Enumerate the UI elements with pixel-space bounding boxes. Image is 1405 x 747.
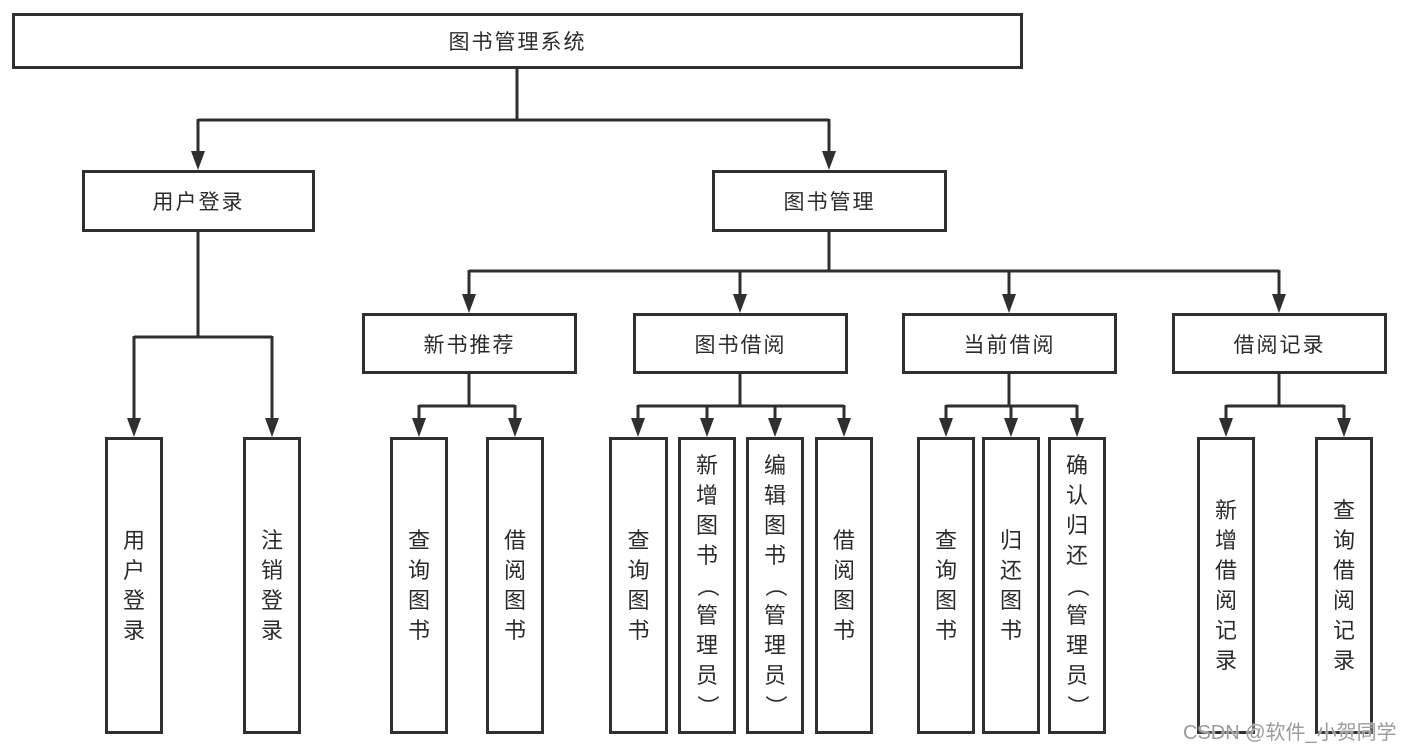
- leaf-br-add: 新增借阅记录: [1197, 437, 1255, 734]
- leaf-user-login-label: 用户登录: [122, 527, 145, 643]
- node-new-book-rec: 新书推荐: [362, 313, 577, 374]
- leaf-bb-borrow: 借阅图书: [815, 437, 873, 734]
- leaf-bb-query-label: 查询图书: [627, 527, 650, 643]
- branch-borrow-record: [1224, 374, 1346, 424]
- leaf-nbr-query: 查询图书: [390, 437, 448, 734]
- node-user-login: 用户登录: [82, 170, 315, 232]
- node-root: 图书管理系统: [12, 13, 1023, 69]
- node-current-borrow: 当前借阅: [902, 313, 1117, 374]
- node-book-mgmt-label: 图书管理: [783, 191, 876, 214]
- leaf-br-add-label: 新增借阅记录: [1214, 497, 1237, 673]
- leaf-cb-query: 查询图书: [917, 437, 975, 734]
- node-root-label: 图书管理系统: [448, 31, 587, 54]
- leaf-user-login: 用户登录: [105, 437, 163, 734]
- leaf-cb-confirm-label: 确认归还（管理员）: [1065, 452, 1090, 717]
- branch-book-borrow: [636, 374, 846, 424]
- node-borrow-record: 借阅记录: [1172, 313, 1387, 374]
- leaf-logout: 注销登录: [243, 437, 301, 734]
- leaf-br-query-label: 查询借阅记录: [1332, 497, 1355, 673]
- node-new-book-rec-label: 新书推荐: [423, 333, 516, 357]
- leaf-bb-borrow-label: 借阅图书: [832, 527, 855, 643]
- leaf-cb-confirm: 确认归还（管理员）: [1048, 437, 1106, 734]
- csdn-watermark: CSDN @软件_小贺同学: [1183, 722, 1397, 744]
- node-book-borrow: 图书借阅: [633, 313, 848, 374]
- leaf-logout-label: 注销登录: [260, 527, 283, 643]
- leaf-bb-query: 查询图书: [609, 437, 668, 734]
- node-user-login-label: 用户登录: [152, 191, 245, 214]
- leaf-nbr-query-label: 查询图书: [407, 527, 430, 643]
- branch-book-mgmt: [467, 232, 1281, 300]
- leaf-bb-edit-label: 编辑图书（管理员）: [763, 452, 788, 717]
- node-book-borrow-label: 图书借阅: [694, 333, 787, 357]
- leaf-bb-add: 新增图书（管理员）: [678, 437, 736, 734]
- branch-root: [196, 69, 831, 156]
- branch-user-login: [132, 232, 274, 424]
- branch-current-borrow: [944, 374, 1079, 424]
- leaf-bb-edit: 编辑图书（管理员）: [746, 437, 804, 734]
- node-book-mgmt: 图书管理: [712, 170, 947, 232]
- leaf-br-query: 查询借阅记录: [1315, 437, 1373, 734]
- node-borrow-record-label: 借阅记录: [1233, 333, 1326, 357]
- leaf-nbr-borrow: 借阅图书: [486, 437, 544, 734]
- leaf-cb-return: 归还图书: [982, 437, 1040, 734]
- leaf-nbr-borrow-label: 借阅图书: [503, 527, 526, 643]
- leaf-cb-query-label: 查询图书: [934, 527, 957, 643]
- leaf-bb-add-label: 新增图书（管理员）: [695, 452, 720, 717]
- leaf-cb-return-label: 归还图书: [999, 527, 1022, 643]
- node-current-borrow-label: 当前借阅: [963, 333, 1056, 357]
- branch-new-book-rec: [417, 374, 517, 424]
